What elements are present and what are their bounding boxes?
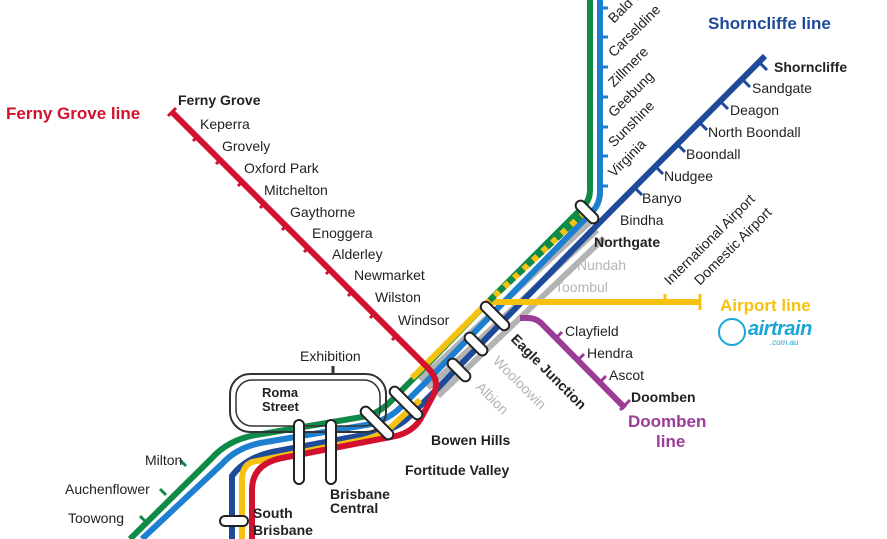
shorncliffe-line-title: Shorncliffe line	[708, 14, 831, 33]
station-roma-street: Roma Street	[262, 385, 299, 414]
south-brisbane-marker	[219, 515, 249, 527]
station-keperra: Keperra	[200, 116, 250, 132]
station-newmarket: Newmarket	[354, 267, 425, 283]
station-grovely: Grovely	[222, 138, 271, 154]
station-clayfield: Clayfield	[565, 323, 619, 339]
ferny-grove-line-title: Ferny Grove line	[6, 104, 141, 123]
station-nudgee: Nudgee	[664, 168, 714, 184]
north-branch-green	[127, 0, 593, 539]
station-shorncliffe: Shorncliffe	[774, 59, 848, 75]
roma-street-marker	[293, 419, 305, 485]
station-milton: Milton	[145, 452, 183, 468]
airport-line-title: Airport line	[720, 296, 811, 315]
station-wilston: Wilston	[375, 289, 421, 305]
station-nundah: Nundah	[577, 257, 627, 273]
fortitude-valley-marker	[359, 405, 395, 441]
airtrain-wordmark: airtrain	[748, 318, 812, 340]
station-doomben: Doomben	[631, 389, 696, 405]
station-alderley: Alderley	[332, 246, 383, 262]
brisbane-central-marker	[325, 419, 337, 485]
station-toowong: Toowong	[68, 510, 125, 526]
station-hendra: Hendra	[587, 345, 633, 361]
station-mitchelton: Mitchelton	[264, 182, 328, 198]
doomben-line-title-2: line	[656, 432, 686, 451]
station-gaythorne: Gaythorne	[290, 204, 356, 220]
roma-street-loop-outer	[229, 373, 387, 433]
station-ferny-grove: Ferny Grove	[178, 92, 261, 108]
ferny-grove-line	[169, 109, 439, 539]
station-auchenflower: Auchenflower	[65, 481, 150, 497]
station-enoggera: Enoggera	[312, 225, 373, 241]
station-south-brisbane: South Brisbane	[253, 505, 313, 538]
northgate-marker	[574, 199, 600, 225]
ferny-grove-ticks	[166, 106, 400, 342]
airport-dashed-green	[485, 209, 588, 305]
shorncliffe-ticks	[632, 60, 769, 197]
station-brisbane-central: Brisbane Central	[330, 486, 390, 516]
station-north-boondall: North Boondall	[708, 124, 801, 140]
interchange-markers	[219, 199, 600, 527]
station-fortitude-valley: Fortitude Valley	[405, 462, 510, 478]
doomben-line	[520, 315, 628, 411]
station-boondall: Boondall	[686, 146, 741, 162]
albion-marker	[446, 357, 472, 383]
wooloowin-marker	[463, 331, 489, 357]
station-bowen-hills: Bowen Hills	[431, 432, 511, 448]
station-deagon: Deagon	[730, 102, 780, 118]
station-toombul: Toombul	[555, 279, 608, 295]
station-exhibition: Exhibition	[300, 348, 361, 364]
station-sandgate: Sandgate	[752, 80, 812, 96]
airtrain-url: .com.au	[770, 338, 799, 347]
doomben-ticks	[554, 330, 632, 412]
station-northgate: Northgate	[594, 234, 661, 250]
roma-street-loop-inner	[235, 379, 381, 427]
bowen-hills-marker	[388, 385, 424, 421]
north-branch-blue	[139, 0, 603, 539]
airtrain-logo: airtrain .com.au	[718, 318, 812, 350]
doomben-line-title-1: Doomben	[628, 412, 707, 431]
airtrain-train-icon	[718, 318, 746, 346]
station-oxford-park: Oxford Park	[244, 160, 319, 176]
station-ascot: Ascot	[609, 367, 645, 383]
station-banyo: Banyo	[642, 190, 682, 206]
north-branch-ticks	[600, 6, 608, 188]
station-windsor: Windsor	[398, 312, 450, 328]
eagle-junction-marker	[479, 300, 511, 332]
station-bindha: Bindha	[620, 212, 664, 228]
